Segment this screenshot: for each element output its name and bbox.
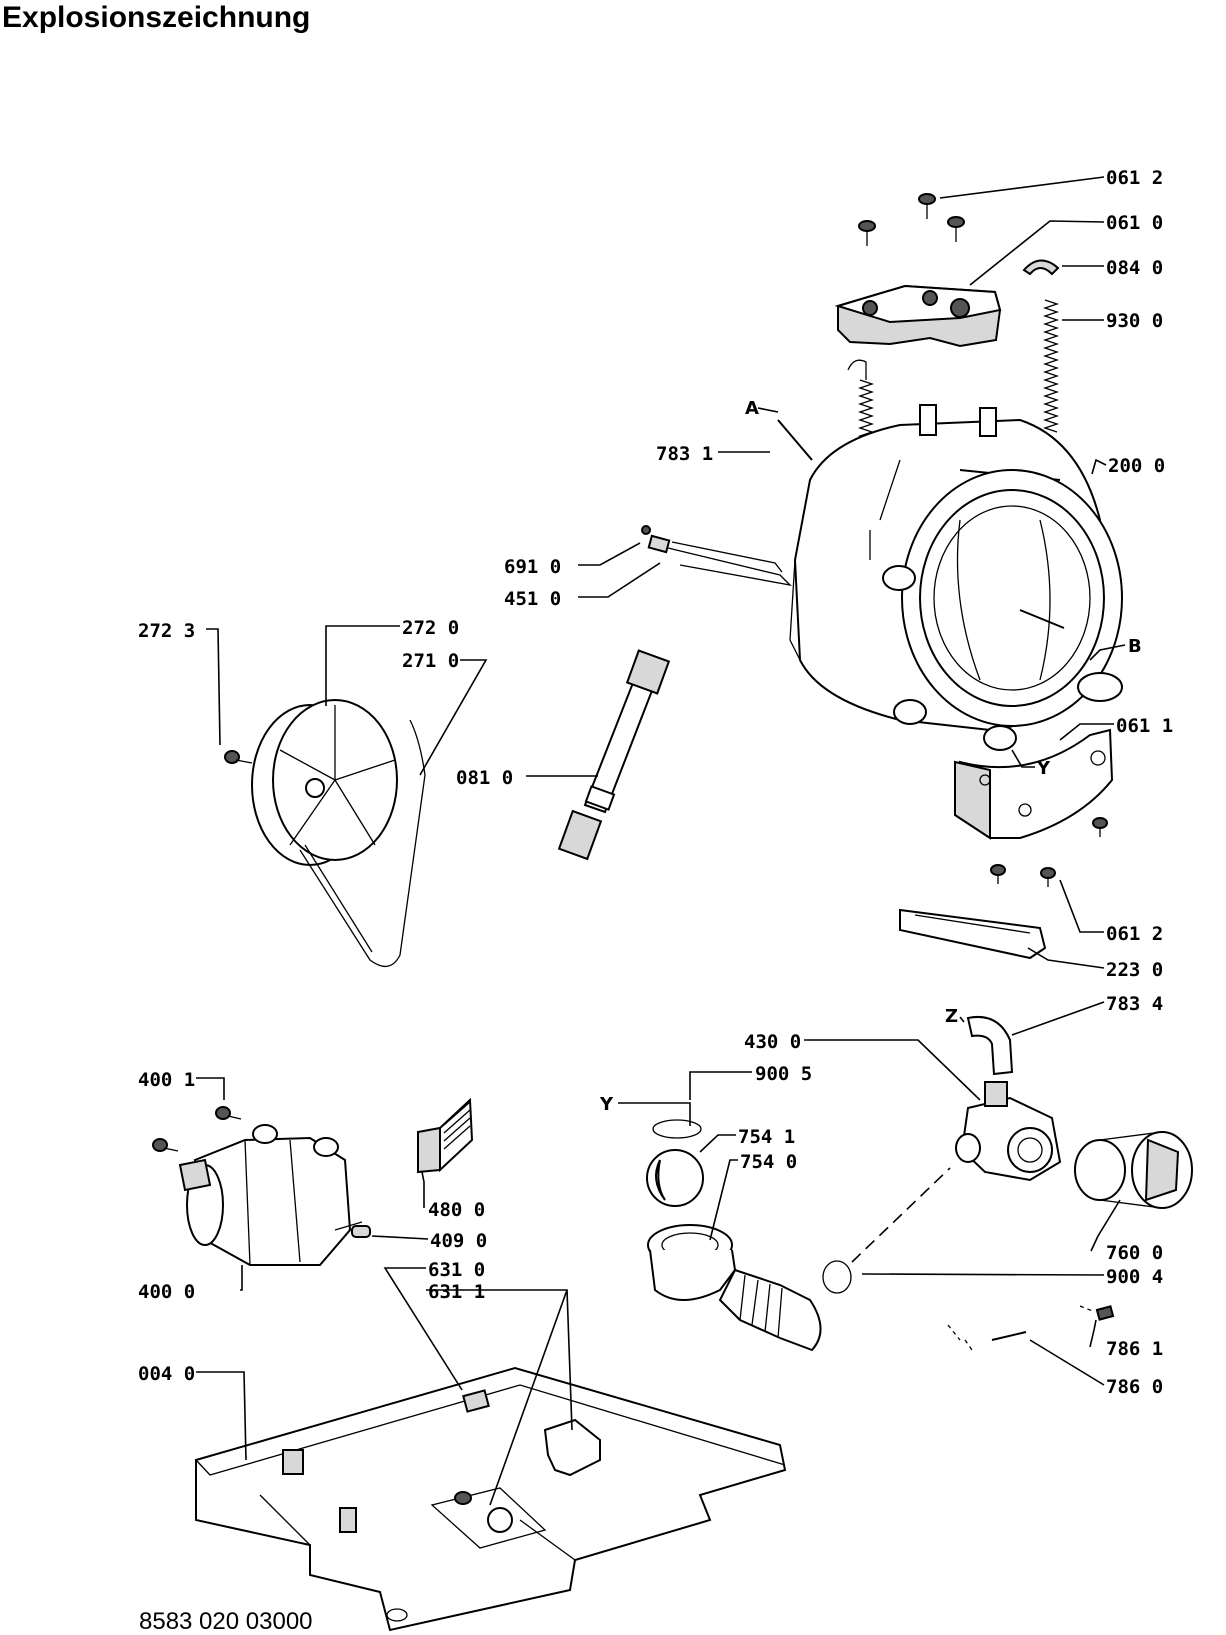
pulley-and-belt — [224, 699, 426, 967]
callout-081-0: 081 0 — [456, 767, 513, 789]
clamp-ring-small — [652, 1119, 702, 1139]
screws-lower — [990, 817, 1108, 887]
counterweight — [899, 908, 1047, 960]
connector — [417, 1097, 474, 1174]
page-title: Explosionszeichnung — [2, 1, 311, 34]
callout-z: Z — [945, 1006, 958, 1027]
tub-assembly — [789, 404, 1123, 751]
pump-filter — [1074, 1131, 1193, 1209]
callout-754-0: 754 0 — [740, 1151, 797, 1173]
drain-pump — [955, 1081, 1062, 1182]
callout-786-1: 786 1 — [1106, 1338, 1163, 1360]
callout-400-0: 400 0 — [138, 1281, 195, 1303]
heater — [641, 525, 792, 587]
motor — [152, 1106, 363, 1266]
callout-786-0: 786 0 — [1106, 1376, 1163, 1398]
callout-271-0: 271 0 — [402, 650, 459, 672]
callout-061-2-lower: 061 2 — [1106, 923, 1163, 945]
callout-272-3: 272 3 — [138, 620, 195, 642]
callout-451-0: 451 0 — [504, 588, 561, 610]
callout-labels: 061 2 061 0 084 0 930 0 A 783 1 200 0 69… — [138, 167, 1173, 1398]
callout-061-0: 061 0 — [1106, 212, 1163, 234]
document-number: 8583 020 03000 — [139, 1608, 313, 1635]
callout-b: B — [1128, 636, 1142, 657]
top-bracket — [834, 284, 1002, 348]
leader-lines — [196, 176, 1126, 1506]
callout-691-0: 691 0 — [504, 556, 561, 578]
callout-a: A — [745, 398, 759, 419]
callout-272-0: 272 0 — [402, 617, 459, 639]
callout-754-1: 754 1 — [738, 1126, 795, 1148]
sensor-pins — [947, 1305, 1115, 1351]
callout-223-0: 223 0 — [1106, 959, 1163, 981]
mounting-plate — [953, 728, 1114, 840]
callout-631-1: 631 1 — [428, 1281, 485, 1303]
base-tray — [195, 1366, 787, 1632]
spring-clip — [1022, 259, 1060, 276]
elbow-z — [966, 1016, 1014, 1076]
callout-430-0: 430 0 — [744, 1031, 801, 1053]
sump-hose — [647, 1224, 822, 1352]
callout-631-0: 631 0 — [428, 1259, 485, 1281]
hose-clamp — [822, 1260, 852, 1294]
callout-400-1: 400 1 — [138, 1069, 195, 1091]
pin-a — [777, 419, 813, 461]
screws-top — [858, 193, 965, 246]
callout-900-5: 900 5 — [755, 1063, 812, 1085]
callout-409-0: 409 0 — [430, 1230, 487, 1252]
callout-930-0: 930 0 — [1106, 310, 1163, 332]
callout-y-tub: Y — [1036, 758, 1051, 779]
callout-004-0: 004 0 — [138, 1363, 195, 1385]
callout-200-0: 200 0 — [1108, 455, 1165, 477]
callout-900-4: 900 4 — [1106, 1266, 1163, 1288]
callout-783-4: 783 4 — [1106, 993, 1163, 1015]
callout-480-0: 480 0 — [428, 1199, 485, 1221]
small-bushing — [351, 1225, 371, 1238]
callout-y-hose: Y — [599, 1094, 614, 1115]
callout-783-1: 783 1 — [656, 443, 713, 465]
callout-061-2-top: 061 2 — [1106, 167, 1163, 189]
callout-760-0: 760 0 — [1106, 1242, 1163, 1264]
shock-absorber — [557, 649, 671, 861]
callout-061-1: 061 1 — [1116, 715, 1173, 737]
callout-084-0: 084 0 — [1106, 257, 1163, 279]
